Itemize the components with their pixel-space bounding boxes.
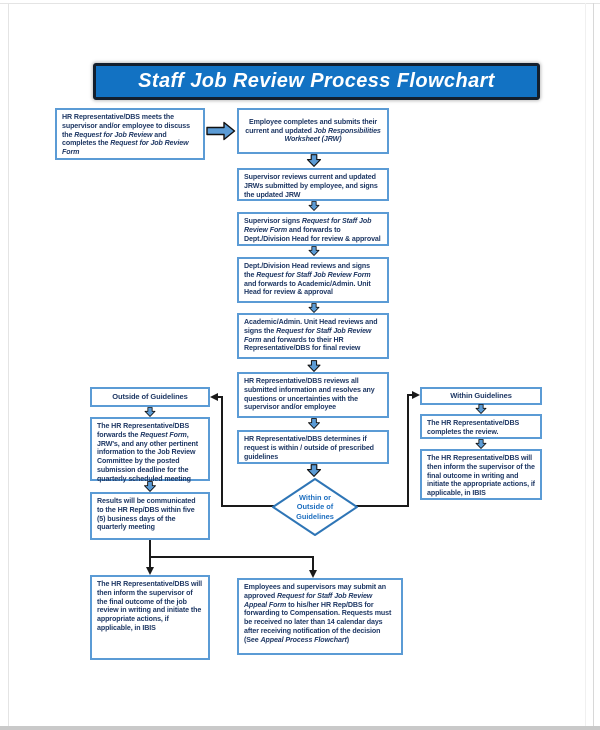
page-title: Staff Job Review Process Flowchart: [138, 70, 495, 92]
connector-outside-guidelines: [218, 396, 275, 507]
flow-box-within-outcome: The HR Representative/DBS will then info…: [420, 449, 542, 500]
down-arrow-icon: [144, 481, 156, 492]
arrowhead-right-icon: [412, 391, 420, 399]
flow-box-text: Results will be communicated to the HR R…: [97, 497, 196, 532]
decision-diamond: Within or Outside of Guidelines: [271, 477, 359, 537]
header-text: Within Guidelines: [450, 391, 512, 401]
start-box-text: HR Representative/DBS meets the supervis…: [62, 113, 190, 157]
arrowhead-down-left-icon: [146, 567, 154, 575]
flow-box-text: Employee completes and submits their cur…: [245, 117, 381, 144]
flow-box-text: HR Representative/DBS determines if requ…: [244, 435, 374, 461]
down-arrow-icon: [306, 154, 322, 167]
diamond-line: Within or: [299, 492, 331, 502]
flow-box-results-communicated: Results will be communicated to the HR R…: [90, 492, 210, 540]
flow-box-unit-head-reviews: Academic/Admin. Unit Head reviews and si…: [237, 313, 389, 359]
flow-box-supervisor-signs-form: Supervisor signs Request for Staff Job R…: [237, 212, 389, 246]
page-top-edge: [0, 3, 600, 4]
down-arrow-icon: [144, 407, 156, 417]
flow-box-supervisor-reviews-jrw: Supervisor reviews current and updated J…: [237, 168, 389, 201]
diamond-label: Within or Outside of Guidelines: [271, 477, 359, 537]
start-box: HR Representative/DBS meets the supervis…: [55, 108, 205, 160]
down-arrow-icon: [307, 360, 321, 372]
down-arrow-icon: [475, 404, 487, 414]
diamond-line: Outside of: [296, 502, 334, 512]
within-guidelines-header: Within Guidelines: [420, 387, 542, 405]
flow-box-forward-to-committee: The HR Representative/DBS forwards the R…: [90, 417, 210, 483]
flow-box-text: The HR Representative/DBS completes the …: [427, 419, 520, 436]
down-arrow-icon: [306, 464, 322, 477]
down-arrow-icon: [308, 418, 320, 429]
flow-box-text: The HR Representative/DBS will then info…: [427, 454, 535, 498]
flow-box-text: The HR Representative/DBS forwards the R…: [97, 422, 199, 483]
flow-box-text: Employees and supervisors may submit an …: [244, 583, 392, 644]
header-text: Outside of Guidelines: [112, 392, 188, 402]
flow-box-hr-completes-review: The HR Representative/DBS completes the …: [420, 414, 542, 439]
title-banner: Staff Job Review Process Flowchart: [93, 63, 540, 100]
page-left-edge: [8, 3, 9, 726]
flow-box-division-head-reviews: Dept./Division Head reviews and signs th…: [237, 257, 389, 303]
flow-box-appeal-process: Employees and supervisors may submit an …: [237, 578, 403, 655]
page-right-inner-edge: [585, 3, 586, 726]
diamond-shape: [272, 478, 358, 536]
flow-box-text: Supervisor signs Request for Staff Job R…: [244, 217, 381, 243]
down-arrow-icon: [475, 439, 487, 449]
flow-box-text: Academic/Admin. Unit Head reviews and si…: [244, 318, 378, 353]
flow-box-hr-determines: HR Representative/DBS determines if requ…: [237, 430, 389, 464]
down-arrow-icon: [308, 246, 320, 256]
right-arrow-icon: [206, 121, 236, 141]
flow-box-text: Supervisor reviews current and updated J…: [244, 173, 378, 199]
arrowhead-left-icon: [210, 393, 218, 401]
page-bottom-edge: [0, 726, 600, 730]
arrowhead-down-right-icon: [309, 570, 317, 578]
flow-box-text: HR Representative/DBS reviews all submit…: [244, 377, 375, 412]
outside-guidelines-header: Outside of Guidelines: [90, 387, 210, 407]
flow-box-text: Dept./Division Head reviews and signs th…: [244, 262, 371, 297]
flow-box-text: The HR Representative/DBS will then info…: [97, 580, 203, 632]
connector-results-branch: [149, 556, 314, 570]
diamond-line: Guidelines: [296, 511, 334, 521]
page-right-edge: [593, 3, 594, 726]
down-arrow-icon: [308, 201, 320, 211]
down-arrow-icon: [308, 303, 320, 313]
flow-box-outside-outcome: The HR Representative/DBS will then info…: [90, 575, 210, 660]
flow-box-hr-reviews-all: HR Representative/DBS reviews all submit…: [237, 372, 389, 418]
connector-within-guidelines: [355, 394, 412, 507]
flow-box-employee-submits-jrw: Employee completes and submits their cur…: [237, 108, 389, 154]
